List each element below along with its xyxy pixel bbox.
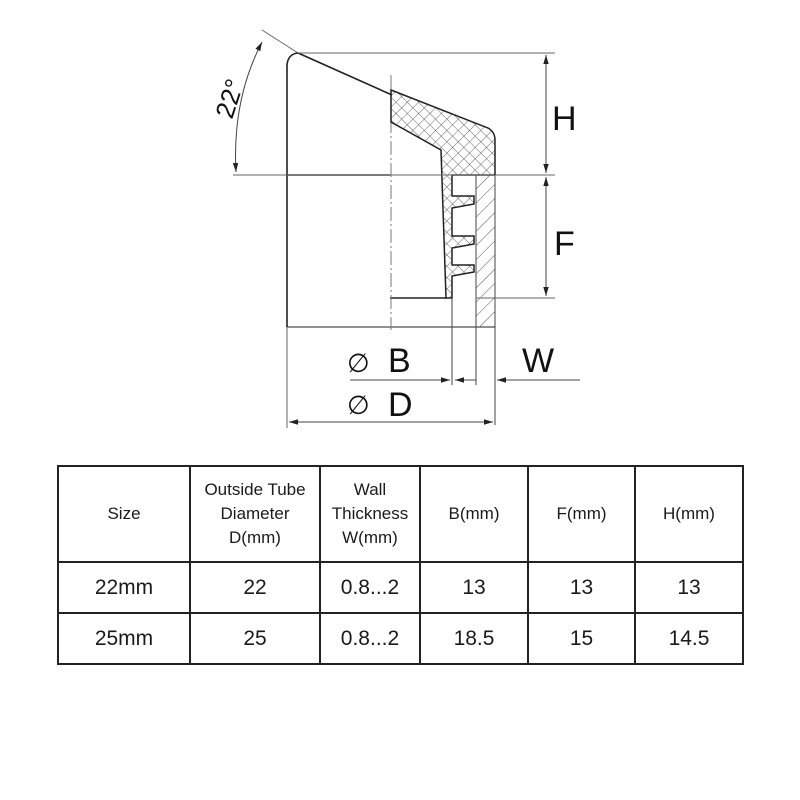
cell-d: 25 xyxy=(189,612,321,665)
b-diameter-symbol: ∅ xyxy=(347,348,370,378)
extension-lines xyxy=(233,29,555,428)
cell-b: 18.5 xyxy=(419,612,529,665)
angle-arc xyxy=(232,41,263,173)
header-wall-thickness: Wall Thickness W(mm) xyxy=(319,465,421,563)
w-label: W xyxy=(522,342,554,380)
cell-h: 14.5 xyxy=(634,612,744,665)
table-row: 22mm 22 0.8...2 13 13 13 xyxy=(57,561,744,614)
tube-wall-hatch xyxy=(451,175,496,425)
cap-section-crosshatch xyxy=(390,88,496,299)
cell-w: 0.8...2 xyxy=(319,612,421,665)
d-diameter-symbol: ∅ xyxy=(347,390,370,420)
d-label: D xyxy=(388,386,413,424)
header-outside-diameter: Outside Tube Diameter D(mm) xyxy=(189,465,321,563)
cell-w: 0.8...2 xyxy=(319,561,421,614)
cell-f: 15 xyxy=(527,612,636,665)
specification-table: Size Outside Tube Diameter D(mm) Wall Th… xyxy=(57,465,744,665)
header-size: Size xyxy=(57,465,191,563)
h-label: H xyxy=(552,100,577,138)
table-row: 25mm 25 0.8...2 18.5 15 14.5 xyxy=(57,612,744,665)
cell-size: 25mm xyxy=(57,612,191,665)
b-label: B xyxy=(388,342,411,380)
technical-drawing: H F 22° ∅ B W ∅ D xyxy=(209,29,580,428)
f-label: F xyxy=(554,225,575,263)
header-f: F(mm) xyxy=(527,465,636,563)
header-h: H(mm) xyxy=(634,465,744,563)
cell-f: 13 xyxy=(527,561,636,614)
table-header-row: Size Outside Tube Diameter D(mm) Wall Th… xyxy=(57,465,744,563)
angle-label: 22° xyxy=(209,75,250,122)
cell-b: 13 xyxy=(419,561,529,614)
cell-h: 13 xyxy=(634,561,744,614)
header-b: B(mm) xyxy=(419,465,529,563)
cell-d: 22 xyxy=(189,561,321,614)
cell-size: 22mm xyxy=(57,561,191,614)
